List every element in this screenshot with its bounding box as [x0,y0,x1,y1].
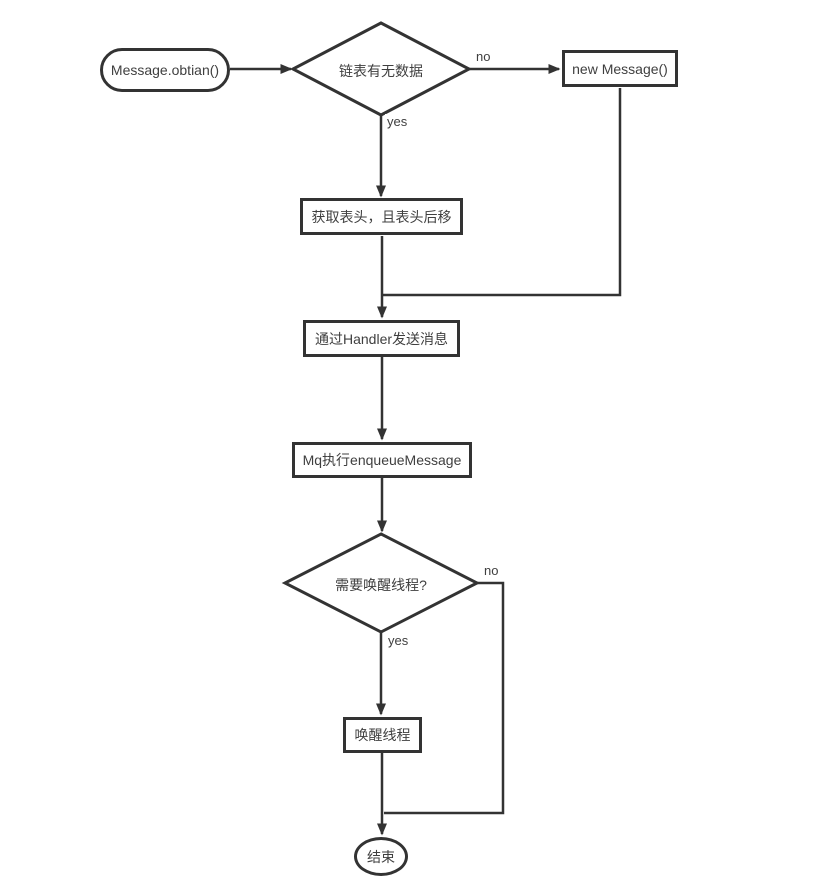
node-start: Message.obtian() [100,48,230,92]
edge-label-has-data-no: no [474,49,493,64]
node-new-message: new Message() [562,50,678,87]
edge-label-wake-no: no [482,563,501,578]
node-get-head: 获取表头，且表头后移 [300,198,463,235]
decision-wake-diamond [281,532,481,634]
edge-label-wake-yes: yes [386,633,411,648]
node-decision-wake-label: 需要唤醒线程? [335,577,427,593]
edge-newmessage-join-main [383,88,622,297]
node-end: 结束 [354,837,408,876]
node-send-via-handler: 通过Handler发送消息 [303,320,460,357]
node-mq-enqueue: Mq执行enqueueMessage [292,442,472,478]
node-wake-thread: 唤醒线程 [343,717,422,753]
edge-decision2-no-join-main [384,581,505,815]
node-decision-has-data-label: 链表有无数据 [339,63,423,79]
edge-label-has-data-yes: yes [385,114,410,129]
decision-has-data-diamond [289,21,473,117]
